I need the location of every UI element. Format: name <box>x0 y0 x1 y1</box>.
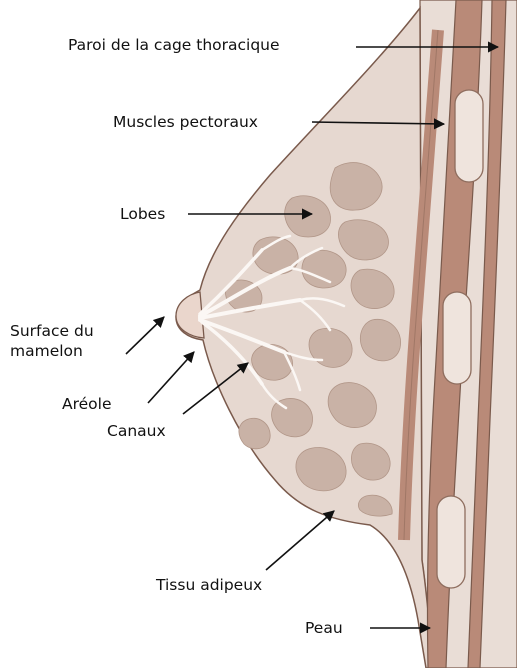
label-chest-wall: Paroi de la cage thoracique <box>68 36 280 55</box>
label-lobes: Lobes <box>120 205 165 224</box>
label-nipple-line1: Surface du <box>10 322 94 341</box>
arrow-fatty-tissue <box>266 511 334 570</box>
label-areola: Aréole <box>62 395 112 414</box>
label-skin: Peau <box>305 619 343 638</box>
arrow-areola <box>148 352 194 403</box>
label-pectoral-muscles: Muscles pectoraux <box>113 113 258 132</box>
label-fatty-tissue: Tissu adipeux <box>156 576 262 595</box>
label-ducts: Canaux <box>107 422 166 441</box>
arrow-nipple <box>126 317 164 354</box>
label-nipple-line2: mamelon <box>10 342 83 361</box>
